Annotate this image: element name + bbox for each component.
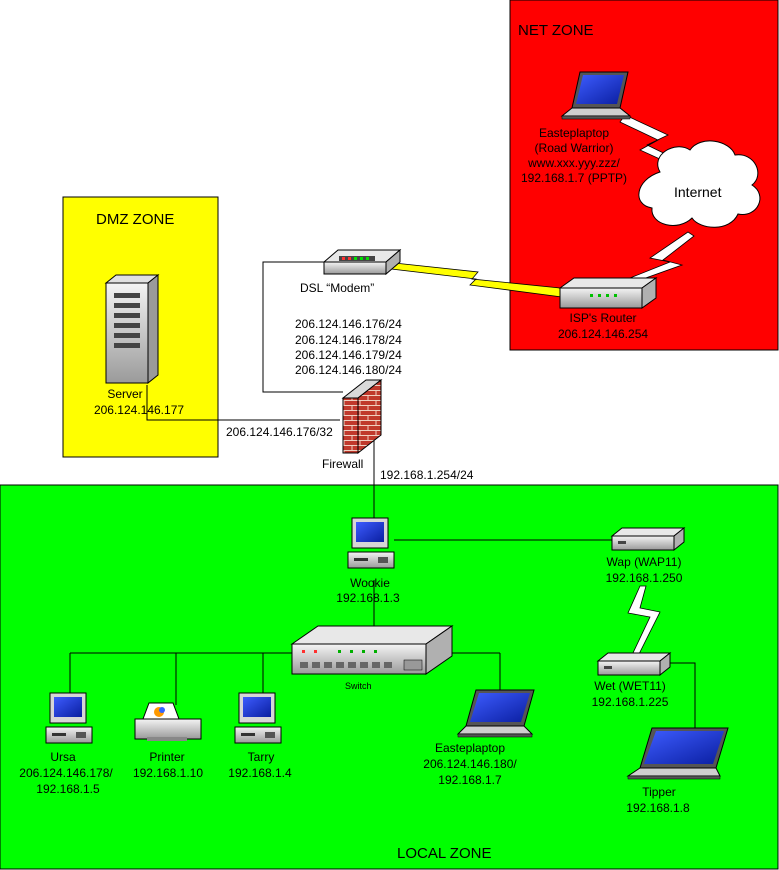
svg-text:206.124.146.180/: 206.124.146.180/ (423, 757, 517, 771)
dsl-modem-label: DSL “Modem” (300, 281, 374, 295)
easteplaptop-remote-label: Easteplaptop (Road Warrior) www.xxx.yyy.… (521, 126, 627, 185)
modem-icon (322, 248, 402, 276)
svg-text:192.168.1.3: 192.168.1.3 (336, 591, 400, 605)
ursa-label: Ursa 206.124.146.178/ 192.168.1.5 (19, 750, 113, 796)
svg-text:206.124.146.176/24: 206.124.146.176/24 (295, 317, 402, 331)
desktop-pc-icon (347, 517, 395, 569)
desktop-pc-icon (234, 692, 282, 744)
net-zone-label: NET ZONE (518, 22, 594, 39)
local-link-address: 192.168.1.254/24 (380, 468, 474, 482)
laptop-icon (456, 689, 535, 738)
wet-label: Wet (WET11) 192.168.1.225 (592, 679, 669, 709)
svg-text:192.168.1.7: 192.168.1.7 (438, 773, 502, 787)
internet-label: Internet (674, 184, 722, 200)
svg-text:192.168.1.5: 192.168.1.5 (36, 782, 100, 796)
svg-text:192.168.1.4: 192.168.1.4 (228, 766, 292, 780)
router-icon (558, 277, 658, 309)
svg-text:192.168.1.250: 192.168.1.250 (606, 571, 683, 585)
access-point-icon (610, 526, 686, 552)
server-tower-icon (104, 273, 160, 385)
svg-text:www.xxx.yyy.zzz/: www.xxx.yyy.zzz/ (527, 156, 620, 170)
firewall-external-addresses: 206.124.146.176/24 206.124.146.178/24 20… (295, 317, 402, 377)
bridge-icon (596, 651, 672, 677)
dmz-link-address: 206.124.146.176/32 (226, 425, 333, 439)
printer-icon (134, 702, 202, 741)
svg-text:206.124.146.179/24: 206.124.146.179/24 (295, 348, 402, 362)
tipper-label: Tipper 192.168.1.8 (626, 785, 690, 815)
easteplaptop-local-label: Easteplaptop 206.124.146.180/ 192.168.1.… (423, 741, 517, 787)
svg-text:Wap (WAP11): Wap (WAP11) (607, 555, 682, 569)
svg-text:ISP's Router: ISP's Router (570, 311, 637, 325)
local-zone-label: LOCAL ZONE (397, 845, 491, 862)
svg-text:192.168.1.10: 192.168.1.10 (133, 766, 203, 780)
cloud-icon (638, 140, 761, 228)
svg-text:Ursa: Ursa (50, 750, 76, 764)
svg-text:Easteplaptop: Easteplaptop (539, 126, 609, 140)
svg-text:192.168.1.7 (PPTP): 192.168.1.7 (PPTP) (521, 171, 627, 185)
laptop-icon (560, 71, 632, 120)
switch-label: Switch (345, 681, 372, 691)
dmz-zone-label: DMZ ZONE (96, 211, 174, 228)
svg-text:Wookie: Wookie (350, 576, 390, 590)
svg-text:206.124.146.254: 206.124.146.254 (558, 327, 648, 341)
svg-text:206.124.146.178/24: 206.124.146.178/24 (295, 333, 402, 347)
svg-text:Server: Server (107, 387, 142, 401)
firewall-label: Firewall (322, 457, 363, 471)
switch-icon (290, 625, 454, 675)
svg-text:206.124.146.178/: 206.124.146.178/ (19, 766, 113, 780)
server-label: Server 206.124.146.177 (94, 387, 184, 417)
isp-router-label: ISP's Router 206.124.146.254 (558, 311, 648, 341)
svg-text:Tipper: Tipper (642, 785, 676, 799)
svg-text:206.124.146.177: 206.124.146.177 (94, 403, 184, 417)
svg-text:192.168.1.225: 192.168.1.225 (592, 695, 669, 709)
svg-text:Wet (WET11): Wet (WET11) (594, 679, 666, 693)
desktop-pc-icon (45, 692, 93, 744)
svg-text:Printer: Printer (149, 750, 184, 764)
svg-text:Easteplaptop: Easteplaptop (435, 741, 505, 755)
firewall-brick-icon (341, 378, 383, 455)
svg-text:(Road Warrior): (Road Warrior) (535, 141, 614, 155)
svg-text:206.124.146.180/24: 206.124.146.180/24 (295, 363, 402, 377)
tarry-label: Tarry 192.168.1.4 (228, 750, 292, 780)
svg-text:Tarry: Tarry (248, 750, 275, 764)
wap-label: Wap (WAP11) 192.168.1.250 (606, 555, 683, 585)
wookie-label: Wookie 192.168.1.3 (336, 576, 400, 605)
printer-label: Printer 192.168.1.10 (133, 750, 203, 780)
laptop-icon (626, 727, 729, 780)
svg-text:192.168.1.8: 192.168.1.8 (626, 801, 690, 815)
